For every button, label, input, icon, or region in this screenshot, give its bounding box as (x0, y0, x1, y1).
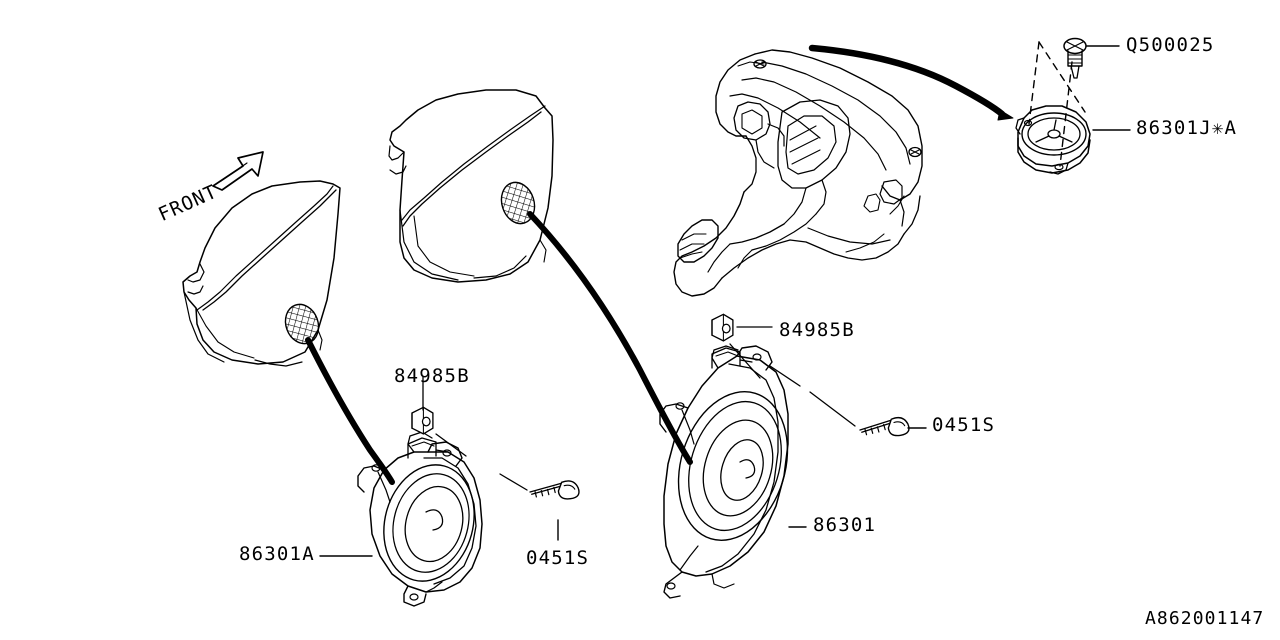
leader-screw-rear-to-speaker (499, 473, 528, 491)
label-clip-front: 84985B (779, 319, 855, 341)
diagram-id: A862001147 (1145, 608, 1265, 629)
instrument-panel (673, 49, 923, 297)
tapping-screw-0451S-front (858, 412, 911, 440)
label-speaker-front: 86301 (813, 514, 877, 536)
front-door-speaker-86301 (659, 345, 789, 599)
tweeter-assembly (1015, 105, 1091, 175)
ip-screw-point-left (753, 59, 767, 69)
label-screw-rear: 0451S (526, 547, 590, 569)
label-screw-front: 0451S (932, 414, 996, 436)
leader-clip-rear-to-speaker (435, 433, 467, 457)
tweeter-alignment-lines (1028, 41, 1086, 167)
front-speaker-grille (500, 181, 536, 225)
label-speaker-rear: 86301A (239, 543, 315, 565)
front-direction-arrow (212, 151, 264, 191)
ip-screw-point-right (908, 146, 922, 158)
front-door-panel (388, 89, 554, 283)
clip-84985B-front (711, 313, 734, 342)
label-tweeter: 86301J✳A (1136, 117, 1238, 139)
rear-speaker-grille (284, 303, 320, 345)
leader-front-door-to-speaker (527, 211, 693, 465)
screw-q500025 (1063, 37, 1120, 79)
label-screw-tweeter: Q500025 (1126, 34, 1215, 56)
tapping-screw-0451S-rear (528, 475, 582, 504)
leader-ip-to-tweeter (808, 44, 1006, 118)
label-clip-rear: 84985B (394, 365, 470, 387)
rear-door-panel (182, 180, 341, 367)
leader-rear-door-to-speaker (305, 337, 395, 485)
leader-screw-front-to-speaker (809, 391, 856, 427)
rear-door-speaker-86301A (357, 431, 483, 607)
clip-84985B-rear (411, 406, 434, 435)
leader-clip-front-to-speaker (729, 343, 761, 379)
